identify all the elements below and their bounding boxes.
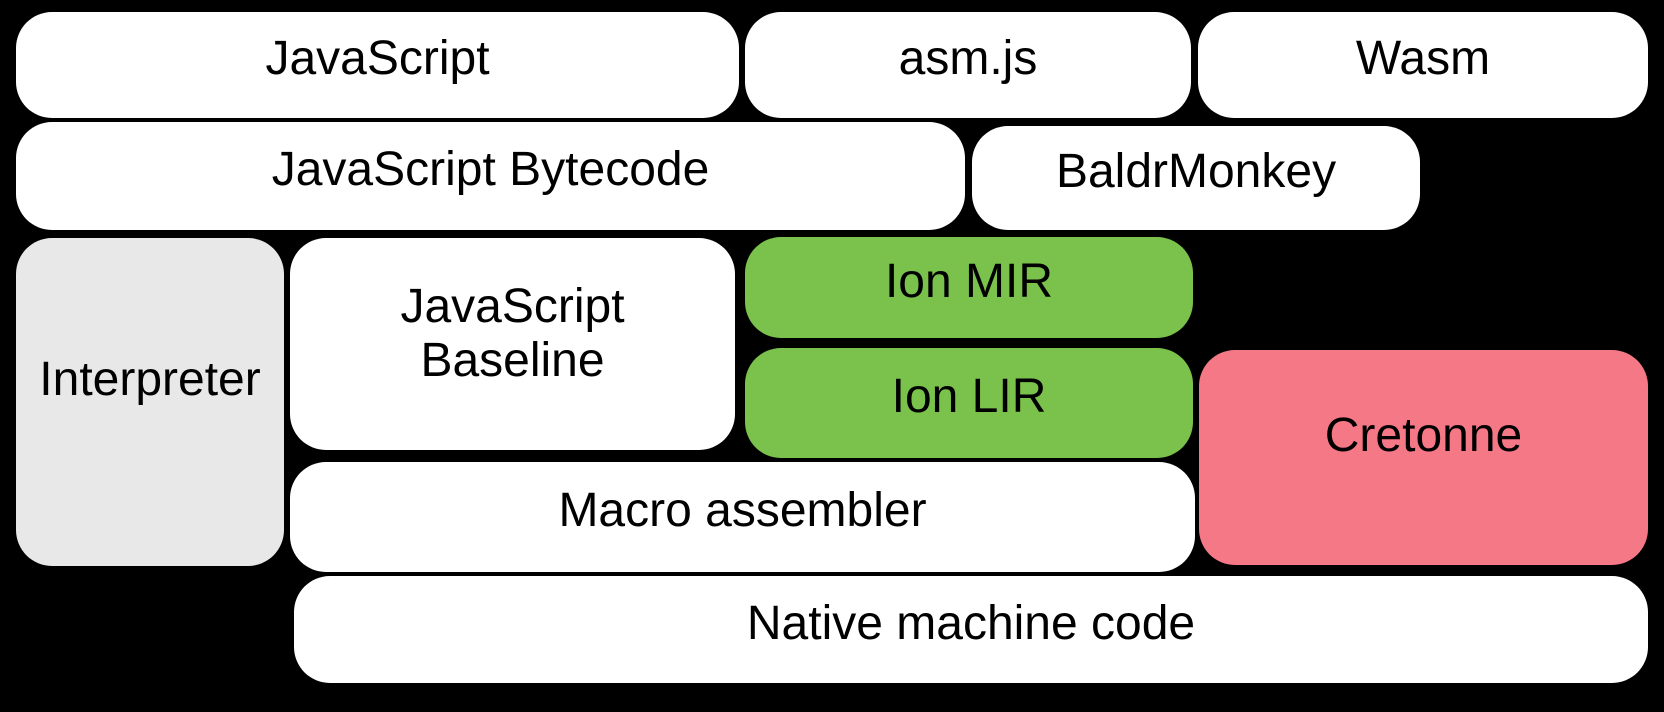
baldrmonkey-label: BaldrMonkey <box>1055 145 1337 198</box>
cretonne-label: Cretonne <box>1324 408 1523 462</box>
javascript-bytecode-label: JavaScript Bytecode <box>271 143 710 196</box>
wasm-box: Wasm <box>1198 12 1648 118</box>
javascript-box: JavaScript <box>16 12 739 118</box>
interpreter-label: Interpreter <box>39 353 261 406</box>
macro-assembler-box: Macro assembler <box>290 462 1195 572</box>
macro-assembler-label: Macro assembler <box>558 484 927 537</box>
ion-mir-label: Ion MIR <box>884 254 1054 308</box>
ion-lir-label: Ion LIR <box>891 370 1047 423</box>
javascript-baseline-label: JavaScript Baseline <box>400 280 625 387</box>
native-machine-code-box: Native machine code <box>294 576 1648 683</box>
native-machine-code-label: Native machine code <box>746 596 1196 650</box>
wasm-label: Wasm <box>1355 32 1491 85</box>
cretonne-box: Cretonne <box>1199 350 1648 565</box>
javascript-bytecode-box: JavaScript Bytecode <box>16 122 965 230</box>
javascript-baseline-box: JavaScript Baseline <box>290 238 735 450</box>
asmjs-box: asm.js <box>745 12 1191 118</box>
interpreter-box: Interpreter <box>16 238 284 566</box>
baldrmonkey-box: BaldrMonkey <box>972 126 1420 230</box>
javascript-label: JavaScript <box>265 32 490 85</box>
ion-lir-box: Ion LIR <box>745 348 1193 458</box>
asmjs-label: asm.js <box>898 32 1038 85</box>
ion-mir-box: Ion MIR <box>745 237 1193 338</box>
